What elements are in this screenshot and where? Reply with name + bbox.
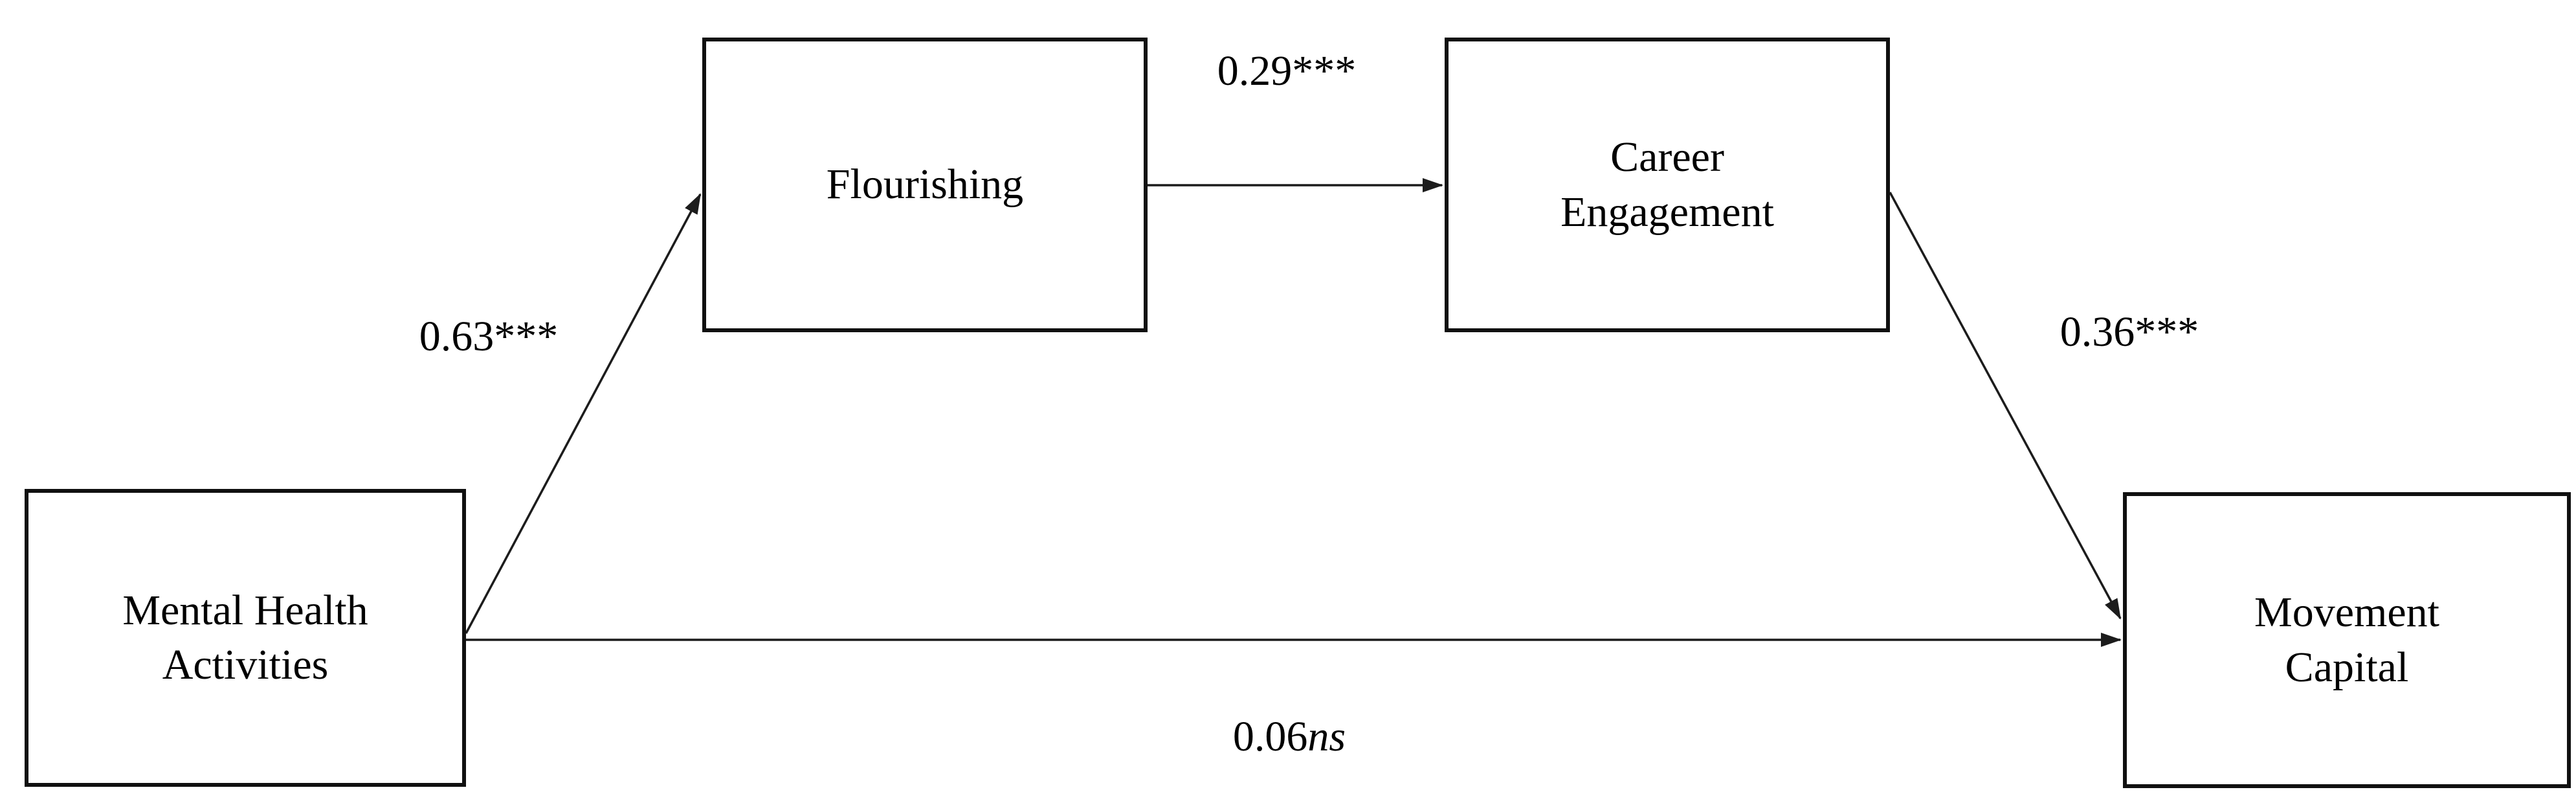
- node-flourishing-label: Flourishing: [826, 161, 1024, 209]
- coefficient-flourishing-to-career: 0.29***: [1217, 47, 1357, 96]
- node-movement-capital-label: Movement Capital: [2254, 589, 2439, 691]
- coefficient-career-to-movement: 0.36***: [2060, 308, 2199, 357]
- node-flourishing: Flourishing: [702, 38, 1148, 332]
- arrow-career-to-movement: [1889, 192, 2122, 620]
- coefficient-suffix: ns: [1307, 713, 1346, 760]
- coefficient-mha-to-movement: 0.06ns: [1233, 712, 1346, 762]
- node-career-engagement-label: Career Engagement: [1560, 133, 1774, 236]
- node-movement-capital: Movement Capital: [2123, 492, 2571, 788]
- node-career-engagement: Career Engagement: [1445, 38, 1890, 332]
- coefficient-value: 0.63***: [419, 313, 559, 360]
- coefficient-value: 0.29***: [1217, 47, 1357, 95]
- coefficient-mha-to-flourishing: 0.63***: [419, 312, 559, 361]
- coefficient-value: 0.36***: [2060, 308, 2199, 356]
- arrow-mha-to-flourishing: [465, 193, 702, 634]
- node-mental-health-activities: Mental Health Activities: [25, 489, 466, 787]
- coefficient-value: 0.06: [1232, 713, 1308, 760]
- node-mental-health-activities-label: Mental Health Activities: [122, 586, 368, 688]
